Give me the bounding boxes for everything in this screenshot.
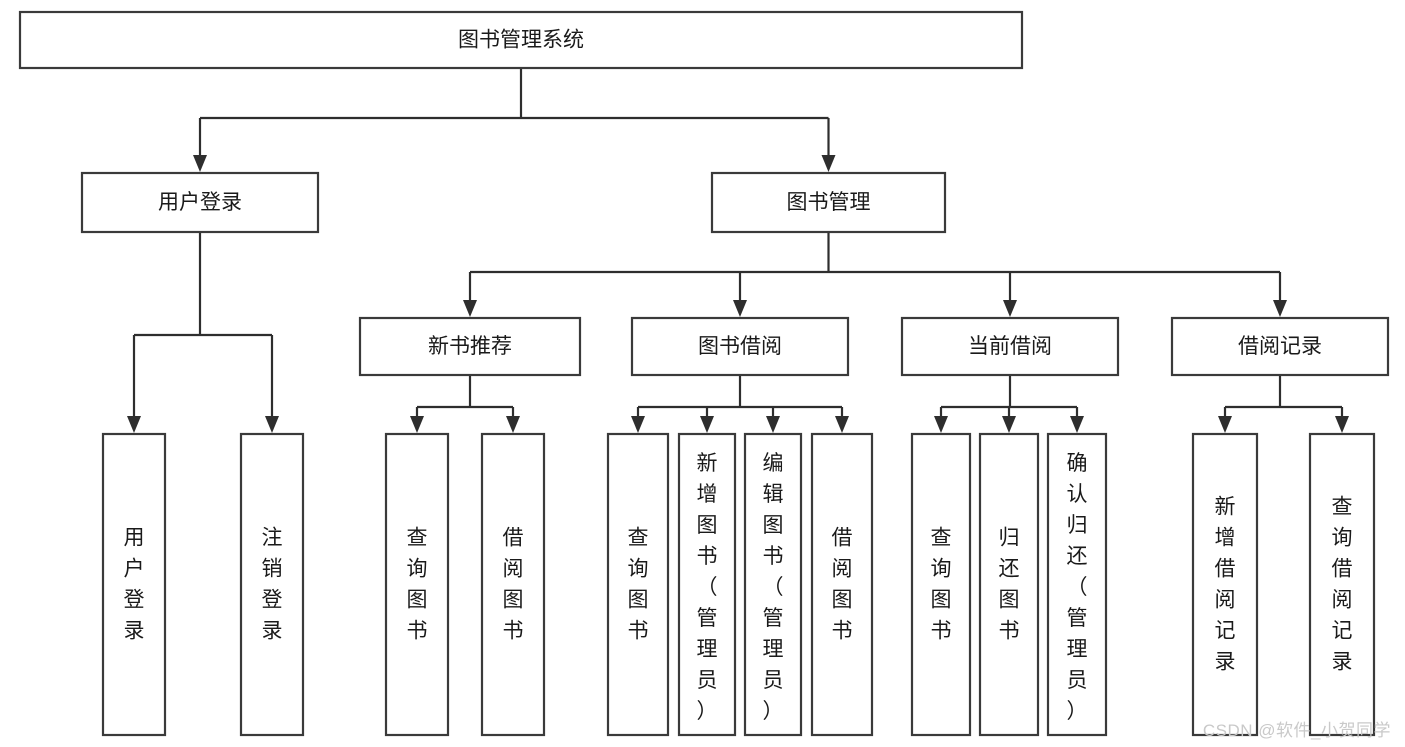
node-box	[80, 171, 320, 234]
node-label: 归还图书	[999, 527, 1020, 643]
node-borrow-records[interactable]: 借阅记录	[1170, 316, 1390, 377]
node-box	[1170, 316, 1390, 377]
node-label: 图书借阅	[698, 335, 782, 358]
arrow-head-icon	[934, 416, 948, 433]
node-box	[910, 432, 972, 737]
node-box	[1046, 432, 1108, 737]
node-layer: 图书管理系统用户登录图书管理用户登录注销登录新书推荐查询图书借阅图书图书借阅查询…	[18, 10, 1390, 737]
node-box	[239, 432, 305, 737]
node-label: 当前借阅	[968, 335, 1052, 358]
arrow-head-icon	[733, 300, 747, 317]
arrow-head-icon	[1003, 300, 1017, 317]
arrow-head-icon	[766, 416, 780, 433]
node-user-login-do[interactable]: 用户登录	[101, 432, 167, 737]
node-query-book-1[interactable]: 查询图书	[384, 432, 450, 737]
node-book-borrow[interactable]: 图书借阅	[630, 316, 850, 377]
node-box	[978, 432, 1040, 737]
arrow-head-icon	[1002, 416, 1016, 433]
node-box	[630, 316, 850, 377]
node-borrow-book-2[interactable]: 借阅图书	[810, 432, 874, 737]
node-label: 新增图书（管理员）	[697, 452, 718, 723]
node-box	[1191, 432, 1259, 737]
node-box	[606, 432, 670, 737]
node-label: 借阅图书	[503, 527, 524, 643]
arrow-head-icon	[193, 155, 207, 172]
node-box	[743, 432, 803, 737]
node-label: 借阅图书	[832, 527, 853, 643]
node-label: 图书管理系统	[458, 29, 584, 52]
node-add-book-admin[interactable]: 新增图书（管理员）	[677, 432, 737, 737]
node-label: 新书推荐	[428, 335, 512, 358]
node-box	[384, 432, 450, 737]
node-label: 注销登录	[262, 527, 283, 643]
node-label: 用户登录	[124, 527, 145, 643]
node-box	[810, 432, 874, 737]
node-label: 编辑图书（管理员）	[763, 452, 784, 723]
arrow-head-icon	[463, 300, 477, 317]
node-label: 查询图书	[931, 527, 952, 643]
arrow-head-icon	[265, 416, 279, 433]
arrow-head-icon	[821, 155, 836, 172]
node-label: 查询借阅记录	[1332, 496, 1353, 674]
connector-layer	[127, 68, 1349, 433]
node-book-manage[interactable]: 图书管理	[710, 171, 947, 234]
node-user-login[interactable]: 用户登录	[80, 171, 320, 234]
node-root[interactable]: 图书管理系统	[18, 10, 1024, 70]
node-box	[677, 432, 737, 737]
node-label: 确认归还（管理员）	[1067, 452, 1088, 723]
arrow-head-icon	[127, 416, 141, 433]
node-box	[18, 10, 1024, 70]
node-box	[710, 171, 947, 234]
arrow-head-icon	[1218, 416, 1232, 433]
arrow-head-icon	[1070, 416, 1084, 433]
node-box	[101, 432, 167, 737]
node-new-book-recommend[interactable]: 新书推荐	[358, 316, 582, 377]
node-box	[900, 316, 1120, 377]
node-borrow-book-1[interactable]: 借阅图书	[480, 432, 546, 737]
node-query-book-2[interactable]: 查询图书	[606, 432, 670, 737]
node-box	[480, 432, 546, 737]
node-box	[358, 316, 582, 377]
node-box	[1308, 432, 1376, 737]
arrow-head-icon	[1335, 416, 1349, 433]
node-user-logout[interactable]: 注销登录	[239, 432, 305, 737]
node-label: 图书管理	[787, 191, 871, 214]
node-query-book-3[interactable]: 查询图书	[910, 432, 972, 737]
arrow-head-icon	[835, 416, 849, 433]
node-current-borrow[interactable]: 当前借阅	[900, 316, 1120, 377]
node-label: 新增借阅记录	[1215, 496, 1236, 674]
node-query-borrow-record[interactable]: 查询借阅记录	[1308, 432, 1376, 737]
node-label: 查询图书	[407, 527, 428, 643]
arrow-head-icon	[506, 416, 520, 433]
node-return-book[interactable]: 归还图书	[978, 432, 1040, 737]
node-confirm-return-admin[interactable]: 确认归还（管理员）	[1046, 432, 1108, 737]
node-label: 用户登录	[158, 191, 242, 214]
arrow-head-icon	[410, 416, 424, 433]
arrow-head-icon	[631, 416, 645, 433]
node-label: 借阅记录	[1238, 335, 1322, 358]
arrow-head-icon	[700, 416, 714, 433]
node-label: 查询图书	[628, 527, 649, 643]
arrow-head-icon	[1273, 300, 1287, 317]
node-edit-book-admin[interactable]: 编辑图书（管理员）	[743, 432, 803, 737]
node-add-borrow-record[interactable]: 新增借阅记录	[1191, 432, 1259, 737]
